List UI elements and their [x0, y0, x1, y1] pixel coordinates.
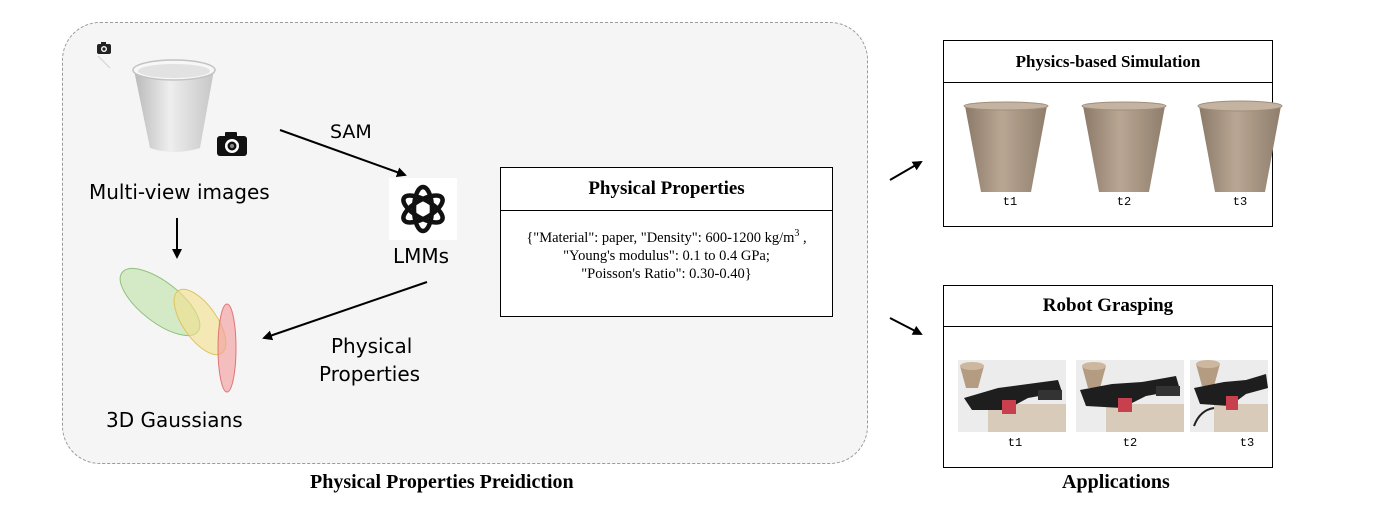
grasp-frame-label: t1 — [1007, 436, 1023, 450]
sim-frame-label: t3 — [1232, 195, 1248, 209]
sim-cup-t2 — [1081, 101, 1167, 192]
sam-label: SAM — [330, 121, 372, 143]
grasp-frame-label: t2 — [1122, 436, 1138, 450]
grasping-title: Robot Grasping — [944, 286, 1272, 327]
physical-properties-box: Physical Properties {"Material": paper, … — [500, 167, 833, 317]
properties-json: {"Material": paper, "Density": 600-1200 … — [501, 211, 832, 283]
camera-icon — [97, 42, 111, 69]
sim-cup-t3 — [1197, 100, 1283, 192]
properties-title: Physical Properties — [501, 168, 832, 211]
prediction-caption: Physical Properties Preidiction — [310, 471, 574, 493]
physical-label-line2: Properties — [319, 362, 421, 386]
sim-frame-label: t1 — [1002, 195, 1018, 209]
robot-gripper-icon — [1190, 360, 1268, 432]
properties-line2: "Young's modulus": 0.1 to 0.4 GPa; — [563, 247, 770, 264]
arrow-to-grasping — [889, 317, 923, 335]
grasp-frame-label: t3 — [1239, 436, 1255, 450]
arrow-properties-to-gaussians — [262, 281, 428, 341]
properties-line1: {"Material": paper, "Density": 600-1200 … — [526, 228, 807, 246]
properties-line3: "Poisson's Ratio": 0.30-0.40} — [581, 265, 752, 282]
arrow-to-simulation — [889, 160, 923, 181]
simulation-frames — [963, 100, 1283, 192]
simulation-title: Physics-based Simulation — [944, 41, 1272, 83]
openai-logo-icon — [389, 178, 457, 240]
paper-cup-icon — [132, 59, 216, 152]
sim-frame-label: t2 — [1116, 195, 1132, 209]
multiview-label: Multi-view images — [89, 180, 270, 204]
applications-caption: Applications — [1062, 471, 1170, 493]
lmms-label: LMMs — [393, 244, 450, 268]
physical-label-line1: Physical — [331, 334, 413, 358]
camera-icon — [217, 132, 247, 156]
sim-cup-t1 — [963, 101, 1049, 192]
gaussian-ellipsoids — [119, 268, 237, 393]
grasping-frames — [958, 360, 1268, 432]
robot-gripper-icon — [958, 360, 1066, 432]
robot-gripper-icon — [1076, 360, 1184, 432]
gaussians-label: 3D Gaussians — [106, 408, 243, 432]
arrow-to-lmms — [279, 129, 407, 177]
